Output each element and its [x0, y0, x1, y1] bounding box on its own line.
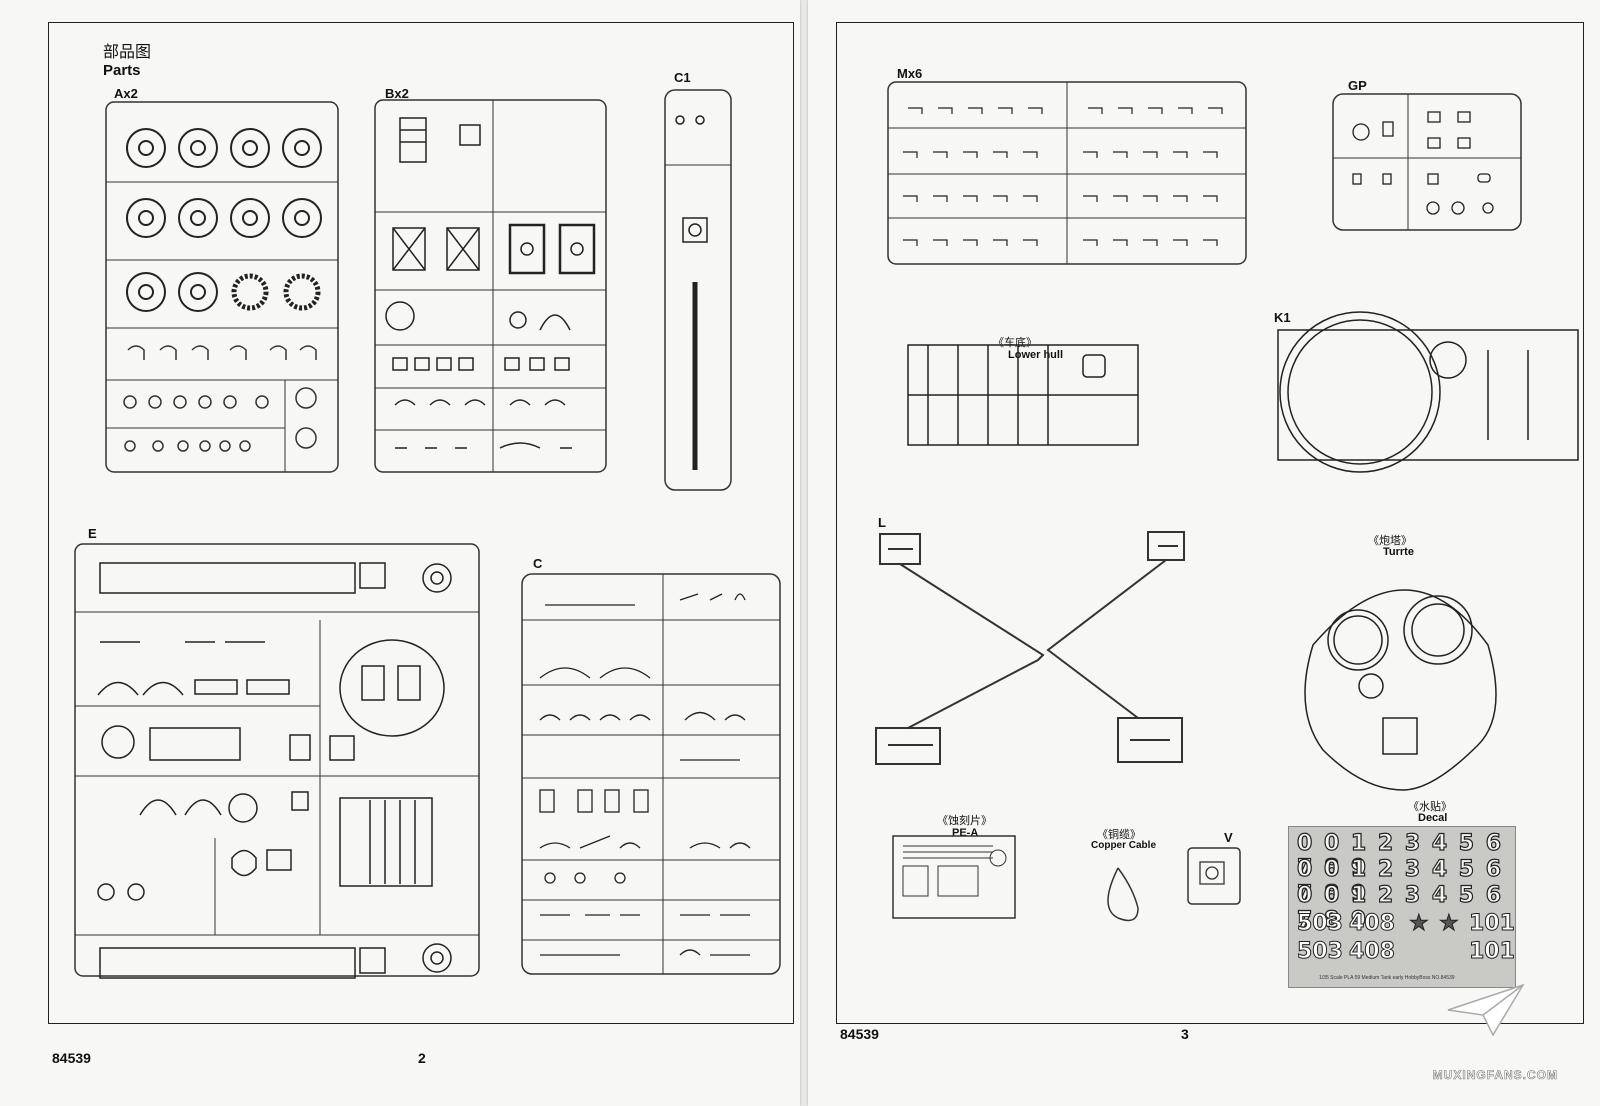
- right-page-number: 3: [1181, 1026, 1189, 1042]
- sprue-c1-label: C1: [674, 70, 691, 85]
- decal-star-2: ★: [1439, 911, 1460, 937]
- parts-heading-en: Parts: [103, 62, 141, 79]
- lower-hull-label-cn: 《车底》: [993, 337, 1037, 349]
- sprue-c1-drawing: [664, 89, 732, 491]
- decal-sheet: 0 0 1 2 3 4 5 6 7 8 9 0 0 1 2 3 4 5 6 7 …: [1288, 826, 1516, 988]
- decal-number-408-b: 408: [1349, 939, 1396, 965]
- sprue-l-label: L: [878, 515, 886, 530]
- decal-number-101-a: 101: [1469, 911, 1516, 937]
- site-watermark: MUXINGFANS.COM: [1432, 1068, 1558, 1083]
- left-kit-number: 84539: [52, 1050, 91, 1066]
- decal-star-1: ★: [1409, 911, 1430, 937]
- paper-plane-logo: [1447, 983, 1525, 1037]
- decal-digits-row-3: 0 0 1 2 3 4 5 6 7 8 9: [1296, 882, 1504, 933]
- decal-number-408-a: 408: [1349, 911, 1396, 937]
- left-page-number: 2: [418, 1050, 426, 1066]
- left-page: 部品图 Parts Ax2 Bx2 C1 E C: [0, 0, 800, 1106]
- copper-label-cn: 《铜缆》: [1097, 829, 1141, 841]
- decal-digits-row-1: 0 0 1 2 3 4 5 6 7 8 9: [1296, 830, 1504, 881]
- lower-hull-label-en: Lower hull: [1008, 349, 1063, 361]
- decal-fine-print: 1/35 Scale PLA 59 Medium Tank early Hobb…: [1319, 975, 1455, 981]
- sprue-e-label: E: [88, 526, 97, 541]
- sprue-c-drawing: [521, 573, 781, 975]
- turret-label-cn: 《炮塔》: [1368, 535, 1412, 547]
- sprue-c-label: C: [533, 556, 543, 571]
- sprue-b-label: Bx2: [385, 86, 409, 101]
- decal-label-en: Decal: [1418, 812, 1448, 824]
- left-page-frame: [48, 22, 794, 1024]
- sprue-k1-label: K1: [1274, 310, 1291, 325]
- sprue-a-label: Ax2: [114, 86, 138, 101]
- sprue-b-drawing: [374, 99, 607, 473]
- decal-number-503-b: 503: [1297, 939, 1344, 965]
- turret-label-en: Turrte: [1383, 546, 1414, 558]
- decal-digits-row-2: 0 0 1 2 3 4 5 6 7 8 9: [1296, 856, 1504, 907]
- right-page: Mx6 GP K1 L V 《车底》 Lower hull 《炮塔》 Turrt…: [808, 0, 1600, 1106]
- decal-number-503-a: 503: [1297, 911, 1344, 937]
- sprue-m-label: Mx6: [897, 66, 923, 81]
- right-page-frame: [836, 22, 1584, 1024]
- pe-label-cn: 《蚀刻片》: [937, 815, 992, 827]
- decal-label-cn: 《水贴》: [1408, 801, 1452, 813]
- sprue-v-label: V: [1224, 830, 1233, 845]
- copper-label-en: Copper Cable: [1091, 840, 1157, 851]
- sprue-gp-label: GP: [1348, 78, 1367, 93]
- parts-heading-cn: 部品图: [103, 44, 152, 61]
- sprue-a-drawing: [105, 101, 339, 473]
- decal-number-101-b: 101: [1469, 939, 1516, 965]
- right-kit-number: 84539: [840, 1026, 879, 1042]
- sprue-e-drawing: [74, 543, 480, 979]
- right-page-drawings: [875, 81, 1579, 922]
